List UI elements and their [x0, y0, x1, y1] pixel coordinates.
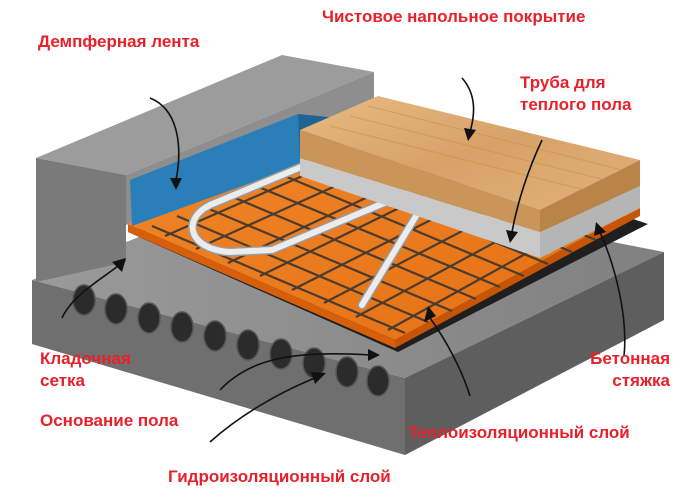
arrowhead-pipe	[506, 230, 518, 243]
label-pipe-line1: Труба для	[520, 73, 606, 92]
finish-floor-front	[300, 130, 540, 232]
arrow-waterproofing	[209, 377, 316, 443]
wood-grain	[329, 105, 623, 191]
screed-front	[300, 158, 540, 258]
base-slab-right	[405, 252, 664, 455]
label-pipe: Труба для теплого пола	[520, 72, 631, 116]
wall-front	[36, 158, 126, 282]
base-slab-holes	[72, 284, 390, 397]
wall-top	[36, 55, 374, 175]
arrowhead-base	[368, 349, 380, 361]
label-pipe-line2: теплого пола	[520, 95, 632, 114]
insulation-right-edge	[395, 208, 640, 348]
finish-floor-side	[540, 160, 640, 232]
arrow-pipe	[511, 139, 543, 233]
damper-tape	[130, 114, 300, 226]
arrow-mesh	[61, 265, 119, 319]
callout-arrows	[61, 77, 626, 443]
label-insulation: Теплоизоляционный слой	[408, 423, 630, 442]
label-mesh: Кладочная сетка	[40, 348, 131, 392]
arrowhead-waterproofing	[311, 372, 326, 384]
arrowhead-damper-tape	[170, 178, 182, 190]
label-screed-line2: стяжка	[612, 371, 670, 390]
label-screed-line1: Бетонная	[590, 349, 670, 368]
arrow-base	[219, 352, 371, 391]
callout-arrowheads	[112, 128, 606, 384]
arrow-screed	[599, 231, 626, 357]
label-screed: Бетонная стяжка	[560, 348, 670, 392]
base-slab-front	[32, 280, 405, 455]
label-finish-floor: Чистовое напольное покрытие	[322, 7, 586, 26]
arrow-insulation	[429, 317, 471, 397]
label-waterproofing: Гидроизоляционный слой	[168, 467, 391, 486]
screed-side	[540, 186, 640, 258]
arrowhead-finish-floor	[464, 128, 476, 141]
label-mesh-line1: Кладочная	[40, 349, 131, 368]
arrowhead-screed	[594, 222, 606, 236]
label-damper-tape: Демпферная лента	[38, 32, 200, 51]
insulation-front-edge	[128, 224, 395, 348]
arrowhead-mesh	[112, 258, 126, 272]
arrow-finish-floor	[461, 77, 475, 133]
label-mesh-line2: сетка	[40, 371, 85, 390]
arrow-damper-tape	[149, 97, 180, 181]
arrowhead-insulation	[424, 306, 436, 322]
label-base: Основание пола	[40, 411, 179, 430]
